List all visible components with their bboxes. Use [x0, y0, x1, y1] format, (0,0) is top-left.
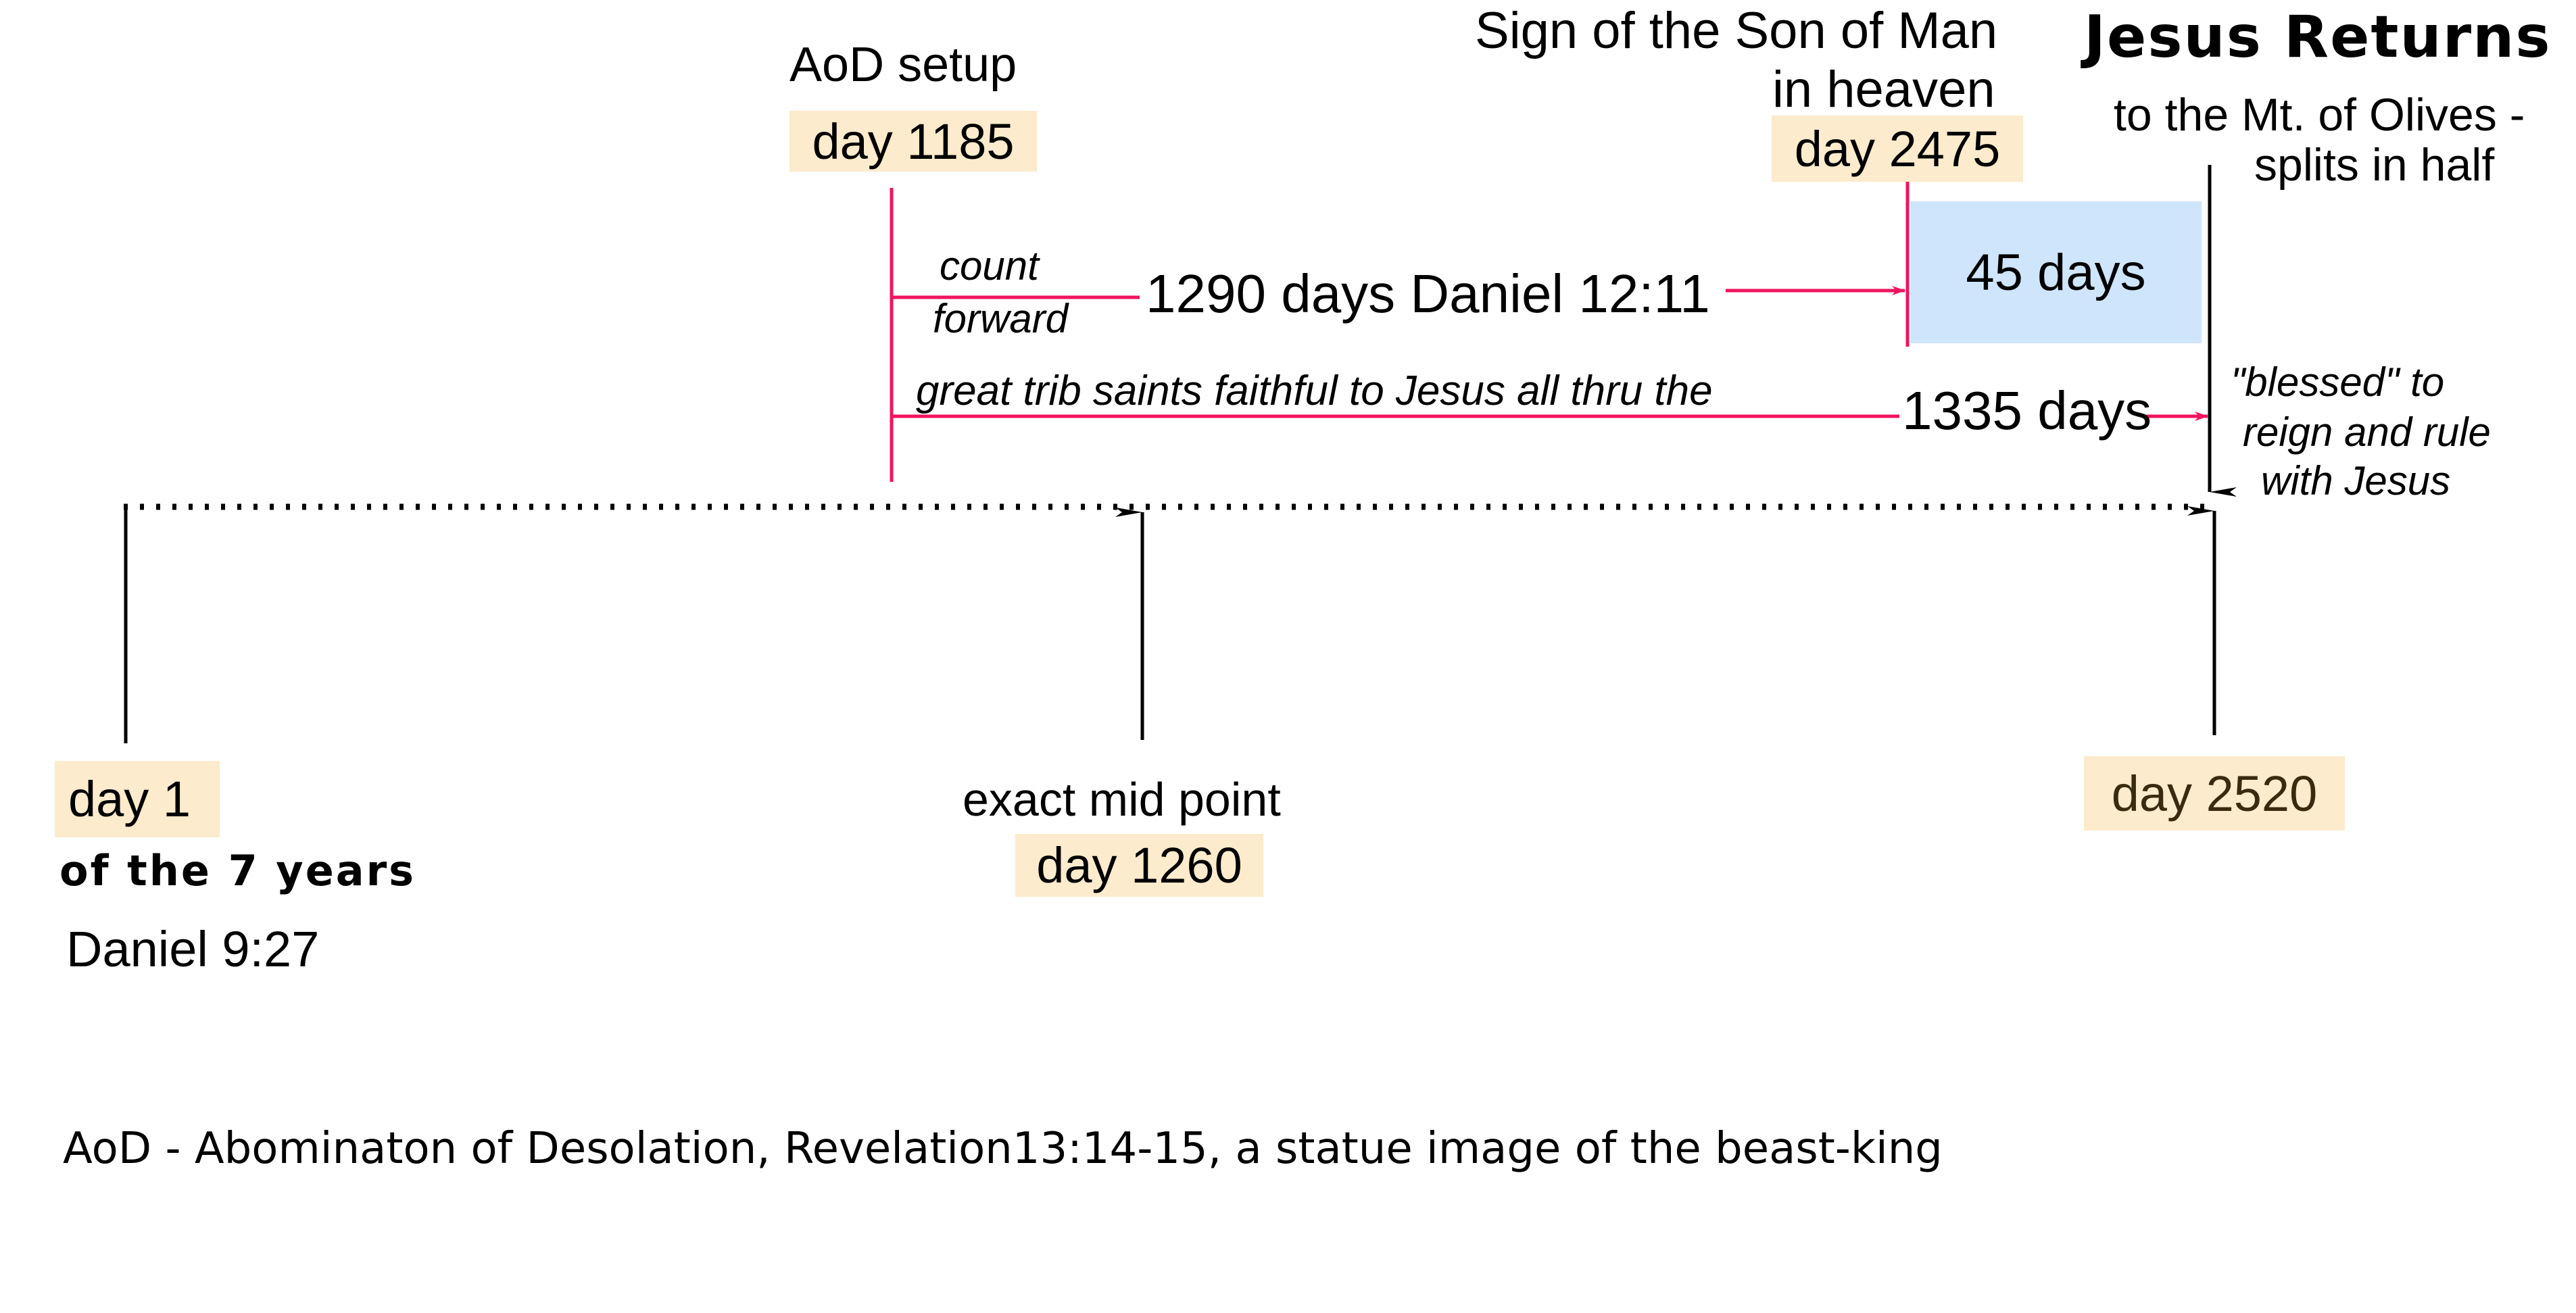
end-day-text: day 2520 — [2111, 765, 2318, 822]
span-45-label: 45 days — [1966, 243, 2146, 301]
midpoint-label: exact mid point — [963, 773, 1281, 826]
span-1335-label: 1335 days — [1902, 380, 2152, 441]
aod-day-text: day 1185 — [812, 113, 1015, 170]
blessed-line2: reign and rule — [2243, 410, 2491, 455]
forward-label: forward — [933, 296, 1069, 341]
day1-text: day 1 — [68, 771, 191, 827]
count-label: count — [940, 243, 1039, 289]
trib-label: great trib saints faithful to Jesus all … — [916, 368, 1713, 414]
interval-45-box: 45 days — [1910, 201, 2202, 343]
blessed-line1: "blessed" to — [2231, 360, 2445, 405]
day1-subtitle: of the 7 years — [59, 846, 416, 895]
blessed-line3: with Jesus — [2261, 458, 2451, 503]
end-day-badge: day 2520 — [2084, 756, 2345, 831]
day1-badge: day 1 — [55, 761, 220, 837]
sign-label-line1: Sign of the Son of Man — [1475, 2, 1998, 59]
midpoint-day-text: day 1260 — [1036, 837, 1242, 893]
day1-reference: Daniel 9:27 — [66, 921, 320, 977]
midpoint-day-badge: day 1260 — [1015, 834, 1263, 897]
aod-day-badge: day 1185 — [789, 111, 1037, 172]
sign-label-line2: in heaven — [1772, 61, 1995, 118]
sign-day-text: day 2475 — [1794, 120, 2001, 177]
return-line1: to the Mt. of Olives - — [2114, 89, 2525, 141]
return-line2: splits in half — [2254, 139, 2495, 191]
span-1290-label: 1290 days Daniel 12:11 — [1146, 264, 1710, 324]
aod-setup-label: AoD setup — [789, 38, 1017, 92]
sign-day-badge: day 2475 — [1772, 116, 2023, 182]
jesus-returns-title: Jesus Returns — [2084, 3, 2552, 71]
footer-note: AoD - Abominaton of Desolation, Revelati… — [63, 1124, 1943, 1174]
